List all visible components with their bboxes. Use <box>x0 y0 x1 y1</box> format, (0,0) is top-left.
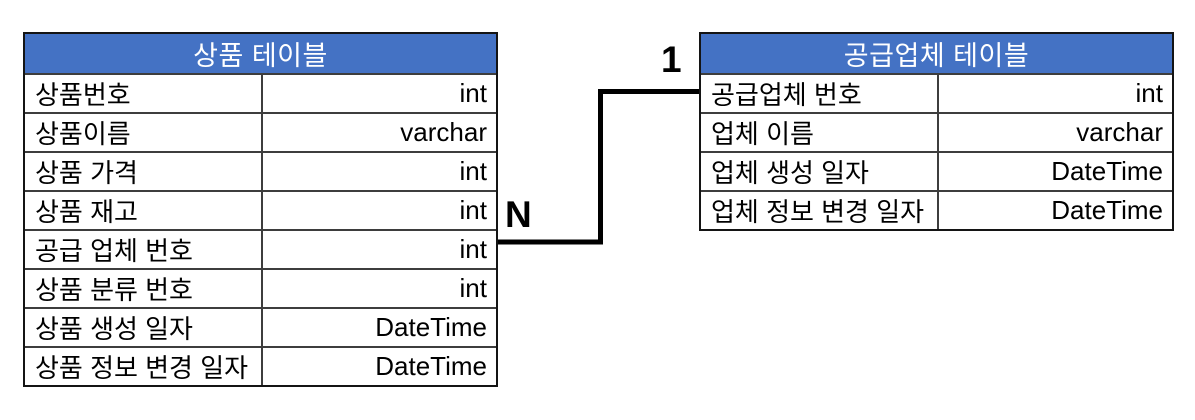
table-row: 상품 생성 일자 DateTime <box>25 307 496 346</box>
table-supplier: 공급업체 테이블 공급업체 번호 int 업체 이름 varchar 업체 생성… <box>699 32 1174 231</box>
column-type: int <box>459 234 487 264</box>
cardinality-label-many: N <box>505 194 532 235</box>
column-name: 상품 가격 <box>25 153 263 190</box>
cardinality-label-one: 1 <box>661 39 682 80</box>
column-name: 상품 분류 번호 <box>25 270 263 307</box>
table-row: 업체 이름 varchar <box>701 112 1172 151</box>
column-type: int <box>1135 78 1163 108</box>
column-name: 업체 정보 변경 일자 <box>701 192 939 229</box>
table-row-primary-key: 공급업체 번호 int <box>701 73 1172 112</box>
table-supplier-title: 공급업체 테이블 <box>701 34 1172 73</box>
table-product: 상품 테이블 상품번호 int 상품이름 varchar 상품 가격 int 상… <box>23 32 498 387</box>
column-name: 상품번호 <box>25 75 263 112</box>
table-row: 업체 생성 일자 DateTime <box>701 151 1172 190</box>
column-name: 공급업체 번호 <box>701 75 939 112</box>
table-row: 상품 분류 번호 int <box>25 268 496 307</box>
column-name: 업체 생성 일자 <box>701 153 939 190</box>
column-name: 상품 생성 일자 <box>25 309 263 346</box>
column-type: DateTime <box>375 351 487 381</box>
table-row: 상품이름 varchar <box>25 112 496 151</box>
column-type: varchar <box>1076 117 1163 147</box>
table-row: 상품 정보 변경 일자 DateTime <box>25 346 496 385</box>
column-type: int <box>459 195 487 225</box>
column-type: int <box>459 78 487 108</box>
table-row: 상품번호 int <box>25 73 496 112</box>
column-name: 상품 재고 <box>25 192 263 229</box>
table-row-foreign-key: 공급 업체 번호 int <box>25 229 496 268</box>
column-type: int <box>459 156 487 186</box>
table-row: 상품 재고 int <box>25 190 496 229</box>
column-type: int <box>459 273 487 303</box>
table-row: 상품 가격 int <box>25 151 496 190</box>
table-row: 업체 정보 변경 일자 DateTime <box>701 190 1172 229</box>
column-type: DateTime <box>1051 195 1163 225</box>
table-product-title: 상품 테이블 <box>25 34 496 73</box>
column-name: 공급 업체 번호 <box>25 231 263 268</box>
column-type: DateTime <box>375 312 487 342</box>
column-name: 상품 정보 변경 일자 <box>25 348 263 385</box>
column-type: varchar <box>400 117 487 147</box>
column-type: DateTime <box>1051 156 1163 186</box>
column-name: 상품이름 <box>25 114 263 151</box>
column-name: 업체 이름 <box>701 114 939 151</box>
